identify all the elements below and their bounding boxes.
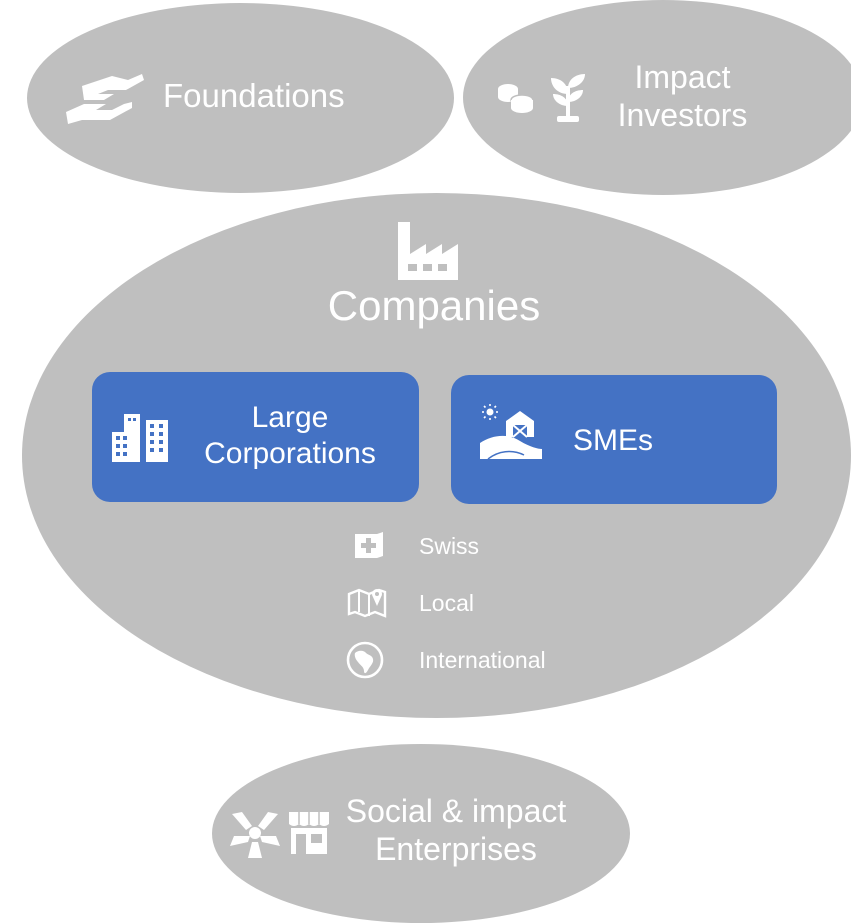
- foundations-label: Foundations: [163, 77, 345, 114]
- scope-international-label: International: [419, 647, 546, 673]
- coins-icon: [498, 84, 534, 113]
- social-enterprises-ellipse: [212, 744, 630, 923]
- social-enterprises-line2: Enterprises: [375, 831, 537, 868]
- companies-title: Companies: [327, 282, 541, 329]
- large-corporations-label: Large Corporations: [185, 400, 395, 472]
- seedling-icon: [551, 74, 585, 122]
- buildings-icon: [112, 414, 168, 462]
- map-pin-icon: [347, 588, 387, 618]
- scope-swiss-label: Swiss: [419, 533, 480, 559]
- scope-local-label: Local: [419, 590, 474, 616]
- impact-investors-line1: Impact: [634, 59, 731, 95]
- storefront-icon: [289, 812, 329, 854]
- farm-icon: [480, 404, 542, 459]
- smes-label: SMEs: [573, 424, 654, 457]
- community-hands-icon: [230, 812, 280, 858]
- social-enterprises-line1: Social & impact: [345, 793, 567, 829]
- factory-icon: [398, 222, 458, 280]
- impact-investors-line2: Investors: [617, 97, 748, 134]
- handshake-icon: [66, 74, 144, 124]
- social-enterprises-label: Social & impact Enterprises: [336, 792, 576, 869]
- swiss-flag-icon: [355, 532, 383, 558]
- globe-icon: [346, 641, 384, 679]
- large-corporations-line1: Large: [251, 401, 329, 434]
- large-corporations-line2: Corporations: [204, 437, 376, 470]
- impact-investors-label: Impact Investors: [600, 58, 765, 135]
